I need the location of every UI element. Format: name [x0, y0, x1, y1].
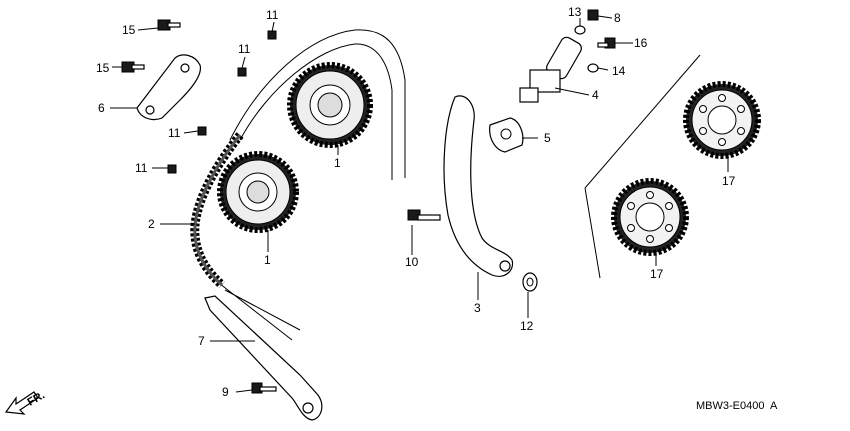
- bolt-11-d: [167, 164, 177, 174]
- cam-chain: [190, 132, 244, 289]
- gasket-hole: [500, 128, 512, 140]
- callout-7: 7: [198, 334, 205, 348]
- bolt-8: [587, 9, 599, 21]
- cam-chain-outline: [214, 29, 406, 341]
- bolt-15-upper: [157, 19, 181, 31]
- bolt-16: [597, 37, 616, 49]
- guide-plate-hole-2: [145, 105, 155, 115]
- callout-6: 6: [98, 101, 105, 115]
- callout-5: 5: [544, 131, 551, 145]
- callout-4: 4: [592, 88, 599, 102]
- bolt-10: [407, 209, 441, 221]
- bolt-15-lower: [121, 61, 145, 73]
- tensioner-pivot: [499, 260, 511, 272]
- callout-11-d: 11: [135, 161, 148, 175]
- sprocket-17-lower: [611, 178, 689, 256]
- chain-guide: [204, 295, 323, 421]
- diagram-part-code: MBW3-E0400: [696, 400, 764, 412]
- callout-8: 8: [614, 11, 621, 25]
- washer-12: [522, 272, 538, 292]
- callout-17-upper: 17: [722, 174, 736, 188]
- diagram-part-code-suffix: A: [770, 400, 778, 412]
- bolt-11-b: [237, 67, 247, 77]
- callout-11-b: 11: [238, 42, 251, 56]
- callout-17-lower: 17: [650, 267, 664, 281]
- divider-line: [584, 54, 701, 279]
- chain-guide-pivot: [302, 402, 314, 414]
- washer-13: [574, 25, 586, 35]
- leader-lines: [110, 15, 729, 393]
- bolt-11-a: [267, 30, 277, 40]
- callout-9: 9: [222, 385, 229, 399]
- callout-11-c: 11: [168, 126, 181, 140]
- callout-2: 2: [148, 217, 155, 231]
- guide-plate-hole: [180, 63, 190, 73]
- cam-sprocket-lower: [217, 151, 299, 233]
- callout-1-upper: 1: [334, 156, 341, 170]
- front-direction-label: FR.: [26, 389, 47, 408]
- callout-15-lower: 15: [96, 61, 110, 75]
- tensioner-arm: [443, 95, 514, 277]
- callout-16: 16: [634, 36, 648, 50]
- bolt-11-c: [197, 126, 207, 136]
- callout-14: 14: [612, 64, 626, 78]
- callout-3: 3: [474, 301, 481, 315]
- sprocket-17-upper: [683, 81, 761, 159]
- bolt-9: [251, 382, 277, 394]
- callout-11-a: 11: [266, 8, 279, 22]
- callout-10: 10: [405, 255, 419, 269]
- callout-15-upper: 15: [122, 23, 136, 37]
- front-direction-arrow-icon: [4, 391, 39, 415]
- callout-12: 12: [520, 319, 534, 333]
- washer-14: [587, 63, 599, 73]
- callout-1-lower: 1: [264, 253, 271, 267]
- tensioner-lifter: [519, 36, 582, 103]
- callout-13: 13: [568, 5, 582, 19]
- cam-sprocket-upper: [287, 62, 373, 148]
